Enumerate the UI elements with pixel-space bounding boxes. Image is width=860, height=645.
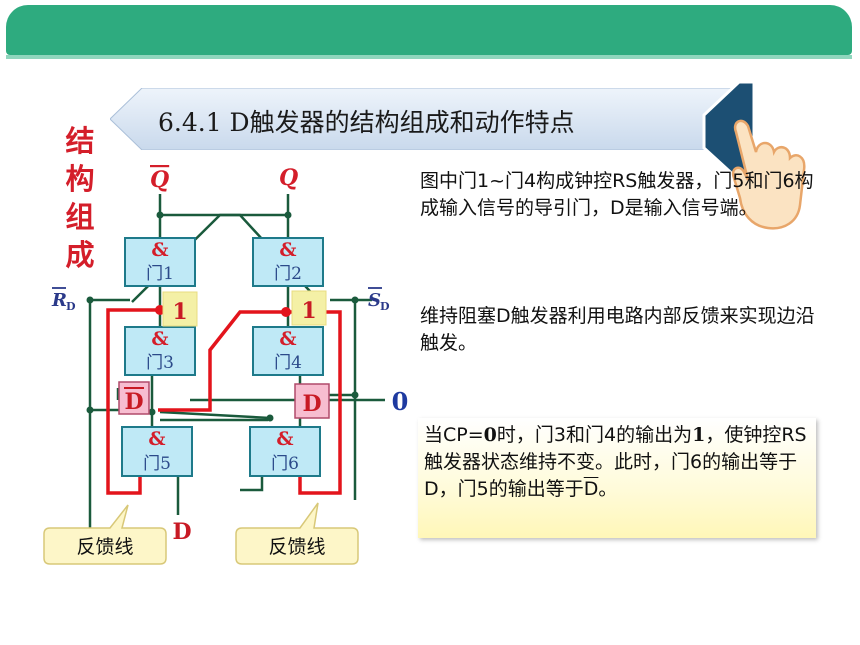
gate-1-label: 门1: [146, 264, 174, 284]
gate-3: & 门3: [124, 326, 196, 376]
callout-feedback-left: 反馈线: [43, 504, 167, 565]
svg-text:1: 1: [301, 298, 316, 324]
page-title: 6.4.1 D触发器的结构组成和动作特点: [158, 108, 575, 137]
svg-text:D: D: [380, 300, 390, 313]
pointer-hand-icon[interactable]: [694, 70, 814, 240]
svg-text:R: R: [51, 290, 67, 311]
description-paragraph-1: 图中门1~门4构成钟控RS触发器，门5和门6构成输入信号的导引门，D是输入信号端…: [420, 170, 814, 219]
svg-text:D: D: [124, 389, 143, 415]
output-qbar-label: Q: [150, 167, 169, 193]
d-box: D: [294, 383, 330, 419]
svg-text:D: D: [66, 300, 76, 313]
gate-2: & 门2: [252, 237, 324, 287]
top-bar-underline: [6, 55, 852, 59]
value-box-left: 1: [162, 291, 198, 327]
output-q-label: Q: [279, 165, 298, 191]
d-input-label: D: [172, 519, 191, 545]
value-box-right: 1: [291, 290, 327, 326]
red-junction-right: [281, 307, 291, 317]
gate-2-label: 门2: [274, 264, 302, 284]
gate-3-symbol: &: [151, 328, 168, 350]
rd-input-label: R D: [51, 287, 76, 313]
sd-input-label: S D: [368, 287, 390, 313]
gate-3-label: 门3: [146, 353, 174, 373]
gate-6-symbol: &: [276, 428, 293, 450]
gate-5: & 门5: [121, 426, 193, 477]
gate-5-symbol: &: [148, 428, 165, 450]
svg-text:反馈线: 反馈线: [268, 536, 325, 558]
cp-value: 0: [392, 387, 409, 416]
top-bar: [6, 5, 852, 55]
description-paragraph-2: 维持阻塞D触发器利用电路内部反馈来实现边沿触发。: [420, 305, 815, 354]
svg-text:1: 1: [172, 299, 187, 325]
svg-text:反馈线: 反馈线: [76, 536, 133, 558]
title-banner: [110, 88, 750, 150]
gate-4-label: 门4: [274, 353, 302, 373]
svg-text:D: D: [302, 391, 321, 417]
gate-1: & 门1: [124, 237, 196, 287]
gate-4-symbol: &: [279, 328, 296, 350]
gate-4: & 门4: [252, 326, 324, 376]
svg-text:S: S: [368, 290, 381, 311]
note-box: [418, 418, 816, 538]
gate-6-label: 门6: [271, 454, 299, 474]
gate-6: & 门6: [249, 426, 321, 477]
callout-feedback-right: 反馈线: [235, 502, 359, 565]
note-text: 当CP=0时，门3和门4的输出为1，使钟控RS触发器状态维持不变。此时，门6的输…: [424, 424, 807, 500]
gate-5-label: 门5: [143, 454, 171, 474]
section-label: 结 构 组 成: [65, 124, 95, 272]
gate-2-symbol: &: [279, 239, 296, 261]
gate-1-symbol: &: [151, 239, 168, 261]
dbar-box: D: [118, 381, 150, 415]
